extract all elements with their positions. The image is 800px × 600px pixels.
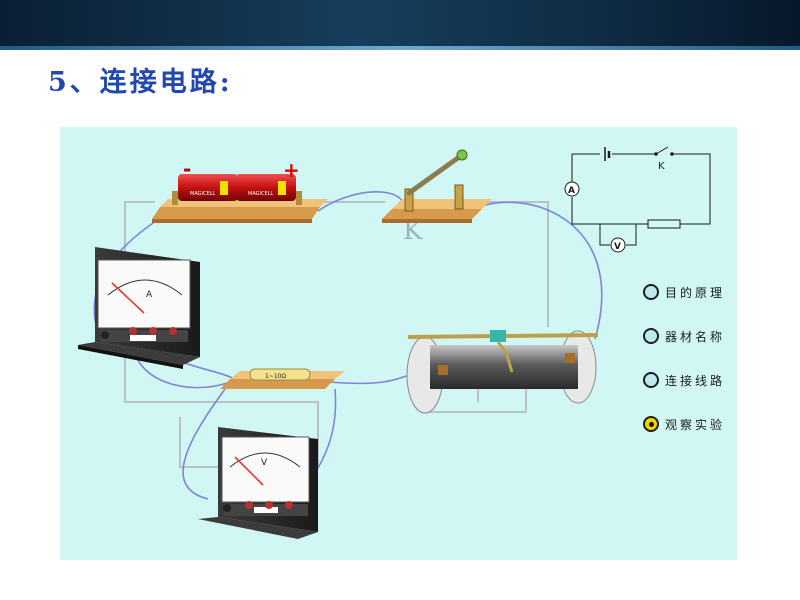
- radio-icon[interactable]: [643, 416, 659, 432]
- menu-item-observe[interactable]: 观察实验: [643, 412, 725, 436]
- battery-label-2: MAGICELL: [248, 191, 273, 197]
- schematic-ammeter-label: A: [568, 186, 575, 196]
- radio-icon[interactable]: [643, 372, 659, 388]
- ammeter-label: A: [146, 290, 153, 300]
- schematic-fills: [654, 152, 674, 156]
- menu-item-purpose[interactable]: 目的原理: [643, 280, 725, 304]
- menu-item-label: 器材名称: [665, 329, 726, 344]
- schematic-voltmeter-symbol: [610, 237, 626, 253]
- schematic-ammeter-symbol: [564, 181, 580, 197]
- menu-item-label: 连接线路: [665, 373, 726, 388]
- slide-title: 5、连接电路:: [48, 67, 233, 98]
- menu-item-connect[interactable]: 连接线路: [643, 368, 725, 392]
- circuit-stage: K MAGICELL MAGICELL - +: [60, 127, 737, 560]
- header-bar: [0, 0, 800, 46]
- battery-minus-sign: -: [183, 157, 191, 181]
- circuit-illustration: K MAGICELL MAGICELL - +: [78, 146, 711, 539]
- schematic-switch-label: K: [658, 161, 665, 172]
- resistor-label: 1~10Ω: [265, 373, 286, 380]
- menu-item-label: 目的原理: [665, 285, 726, 300]
- voltmeter: V: [198, 427, 318, 539]
- header-divider: [0, 46, 800, 50]
- knife-switch: [382, 149, 492, 223]
- battery-label-1: MAGICELL: [190, 191, 215, 197]
- schematic-voltmeter-label: V: [614, 242, 621, 252]
- menu-item-label: 观察实验: [665, 417, 726, 432]
- rheostat: [406, 330, 599, 414]
- ammeter: A: [78, 247, 200, 369]
- voltmeter-label: V: [261, 458, 268, 468]
- scene-switch-label: K: [403, 216, 423, 246]
- menu-item-equipment[interactable]: 器材名称: [643, 324, 725, 348]
- radio-icon[interactable]: [643, 284, 659, 300]
- fixed-resistor: 1~10Ω: [220, 368, 345, 389]
- battery-plus-sign: +: [283, 158, 300, 182]
- circuit-schematic: [571, 146, 711, 246]
- radio-icon[interactable]: [643, 328, 659, 344]
- battery-pack: MAGICELL MAGICELL - +: [152, 157, 328, 223]
